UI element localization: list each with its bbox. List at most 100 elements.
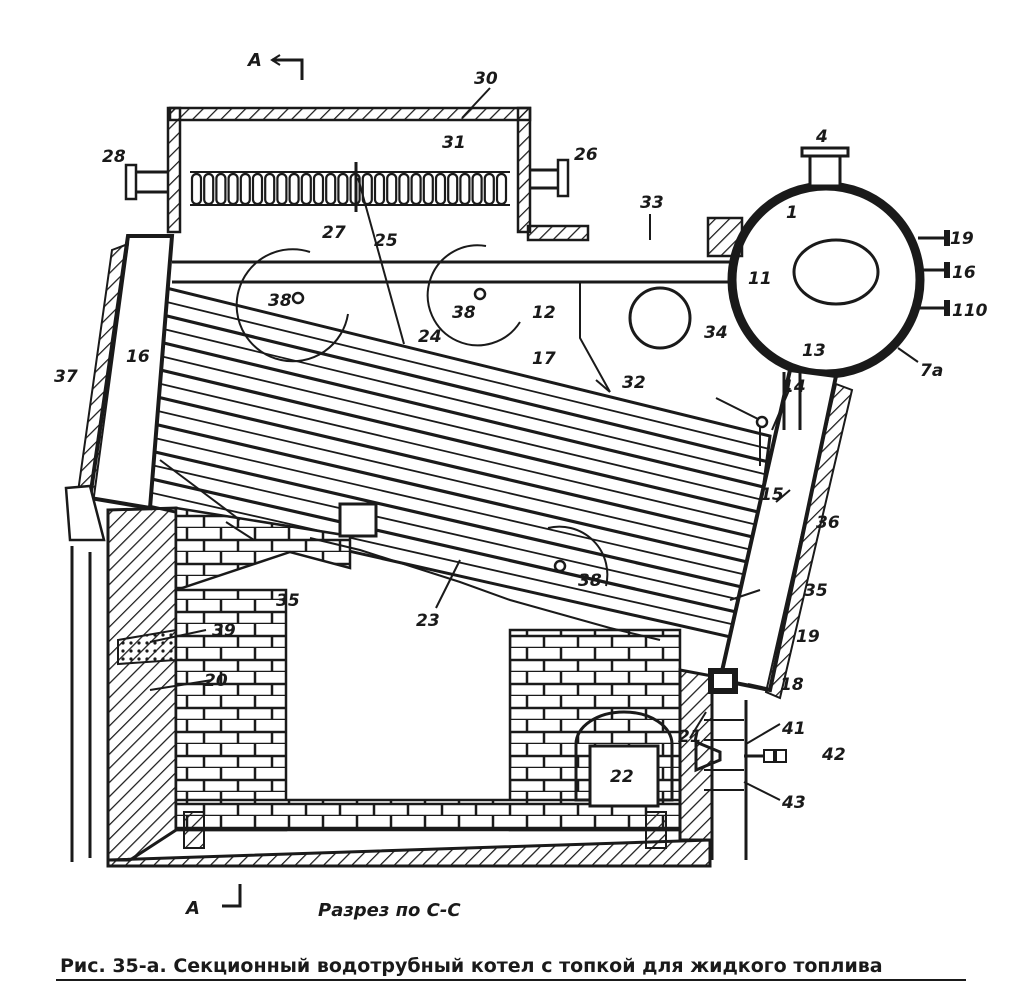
pipe-28	[124, 163, 168, 201]
coil-loop	[312, 172, 325, 206]
section-title: Разрез по С-С	[318, 900, 461, 921]
callout-13: 13	[802, 341, 826, 361]
callout-21: 21	[678, 727, 702, 747]
callout-12: 12	[532, 303, 556, 323]
coil-loop	[203, 172, 215, 206]
dampers-38	[235, 244, 769, 587]
callout-17: 17	[532, 349, 556, 369]
manhole-34	[628, 286, 692, 350]
left-outer-wall	[70, 546, 92, 862]
callout-1: 1	[786, 203, 798, 223]
callout-19-top: 19	[950, 229, 974, 249]
leader-lines	[149, 87, 791, 801]
figure-caption: Рис. 35-а. Секционный водотрубный котел …	[60, 955, 883, 977]
callout-14: 14	[782, 377, 806, 397]
coil-loop	[434, 172, 447, 206]
rear-header	[717, 367, 854, 700]
callout-20: 20	[204, 671, 228, 691]
callout-24: 24	[418, 327, 442, 347]
boiler-tube	[141, 350, 763, 501]
coil-loop	[264, 172, 276, 206]
superheater-coils	[190, 172, 508, 206]
coil-loop	[276, 172, 288, 206]
coil-loop	[386, 172, 398, 206]
callout-11: 11	[748, 269, 772, 289]
burner-assembly	[694, 668, 787, 860]
callout-42: 42	[821, 745, 846, 765]
coil-loop	[337, 172, 349, 206]
callout-7a: 7а	[920, 361, 943, 381]
section-mark-bottom: A	[184, 884, 242, 919]
callout-18: 18	[780, 675, 804, 695]
callout-38-mid: 38	[452, 303, 476, 323]
callout-28: 28	[102, 147, 126, 167]
coil-loop	[471, 172, 483, 206]
callout-36: 36	[816, 513, 840, 533]
callout-37: 37	[54, 367, 78, 387]
coil-loop	[215, 172, 227, 206]
callout-22: 22	[610, 767, 634, 787]
tube-bank	[120, 282, 772, 642]
baffle-32	[579, 282, 611, 393]
coil-loop	[410, 172, 422, 206]
coil-loop	[300, 172, 312, 206]
coil-loop	[373, 172, 386, 206]
boiler-tube	[144, 323, 766, 476]
coil-loop	[361, 172, 373, 206]
coil-loop	[447, 172, 459, 206]
boiler-tube	[128, 444, 751, 591]
boiler-tube	[137, 377, 759, 527]
boiler-tube	[139, 363, 761, 515]
coil-loop	[288, 172, 300, 206]
coil-loop	[251, 172, 264, 206]
callout-26: 26	[574, 145, 598, 165]
callout-15: 15	[760, 485, 784, 505]
coil-loop	[227, 172, 239, 206]
pipe-26	[530, 158, 570, 198]
callout-labels: 30 31 28 26 27 25 33 1 11 4 19 16 110 7а…	[54, 69, 988, 813]
callout-31: 31	[442, 133, 466, 153]
drum-top-label: 4	[815, 127, 828, 147]
boiler-tube	[142, 336, 764, 489]
boiler-tube	[134, 404, 756, 552]
callout-38-left: 38	[268, 291, 292, 311]
boiler-tube	[132, 417, 755, 566]
callout-16-right: 16	[952, 263, 976, 283]
callout-38-bottom: 38	[578, 571, 602, 591]
coil-loop	[483, 172, 495, 206]
callout-32: 32	[622, 373, 646, 393]
callout-35-right: 35	[804, 581, 828, 601]
coil-loop	[459, 172, 471, 206]
callout-16-left: 16	[126, 347, 150, 367]
callout-34: 34	[704, 323, 728, 343]
boiler-tube	[146, 309, 768, 464]
callout-19-bottom: 19	[796, 627, 820, 647]
svg-text:A: A	[246, 50, 262, 71]
coil-loop	[422, 172, 434, 206]
steam-drum	[706, 146, 950, 379]
callout-33: 33	[640, 193, 664, 213]
section-mark-top: A	[246, 50, 304, 80]
callout-39: 39	[212, 621, 236, 641]
coil-loop	[239, 172, 251, 206]
boiler-tube	[135, 390, 758, 540]
header-pipe	[172, 260, 732, 284]
coil-loop	[398, 172, 410, 206]
callout-25: 25	[374, 231, 398, 251]
callout-41: 41	[781, 719, 806, 739]
superheater-casing	[166, 106, 590, 242]
coil-loop	[325, 172, 337, 206]
inspection-door-22	[574, 710, 674, 808]
callout-30: 30	[474, 69, 498, 89]
boiler-tube	[125, 471, 748, 617]
boiler-tube	[130, 431, 753, 578]
coil-loop	[190, 172, 203, 206]
callout-23: 23	[416, 611, 440, 631]
boiler-tube	[127, 458, 750, 603]
coil-loop	[495, 172, 508, 206]
callout-27: 27	[322, 223, 346, 243]
callout-43: 43	[781, 793, 806, 813]
boiler-tube	[148, 296, 769, 450]
callout-35-left: 35	[276, 591, 300, 611]
